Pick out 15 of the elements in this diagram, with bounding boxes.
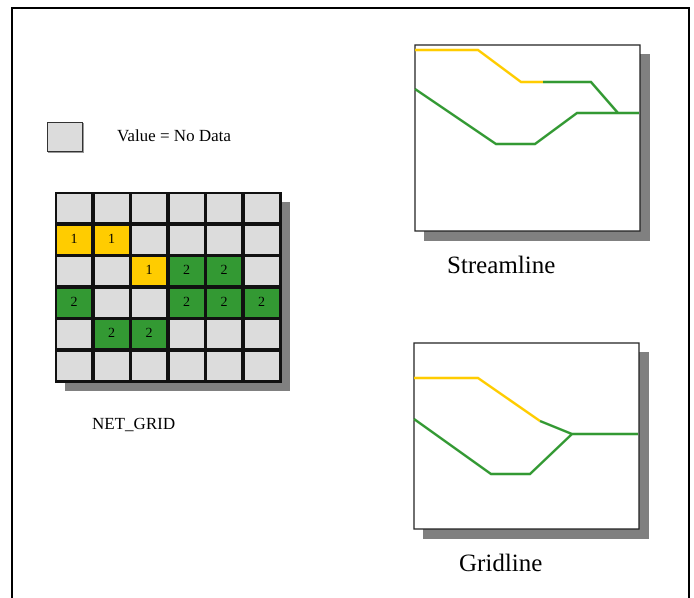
grid-cell: 2 [207,257,241,285]
grid-cell: 1 [94,226,128,254]
grid-cell: 1 [57,226,91,254]
panel-caption: Streamline [447,252,556,280]
grid-cell: 2 [207,288,241,316]
grid-cell: 2 [170,257,204,285]
grid-cell: 2 [94,320,128,348]
grid-cell: 2 [244,288,278,316]
grid-caption: NET_GRID [92,414,176,434]
grid-cell: 2 [170,288,204,316]
grid-cell: 1 [132,257,166,285]
legend-label: Value = No Data [117,126,231,146]
grid-cell: 2 [57,288,91,316]
panel-caption: Gridline [459,550,542,578]
grid-cell: 2 [132,320,166,348]
